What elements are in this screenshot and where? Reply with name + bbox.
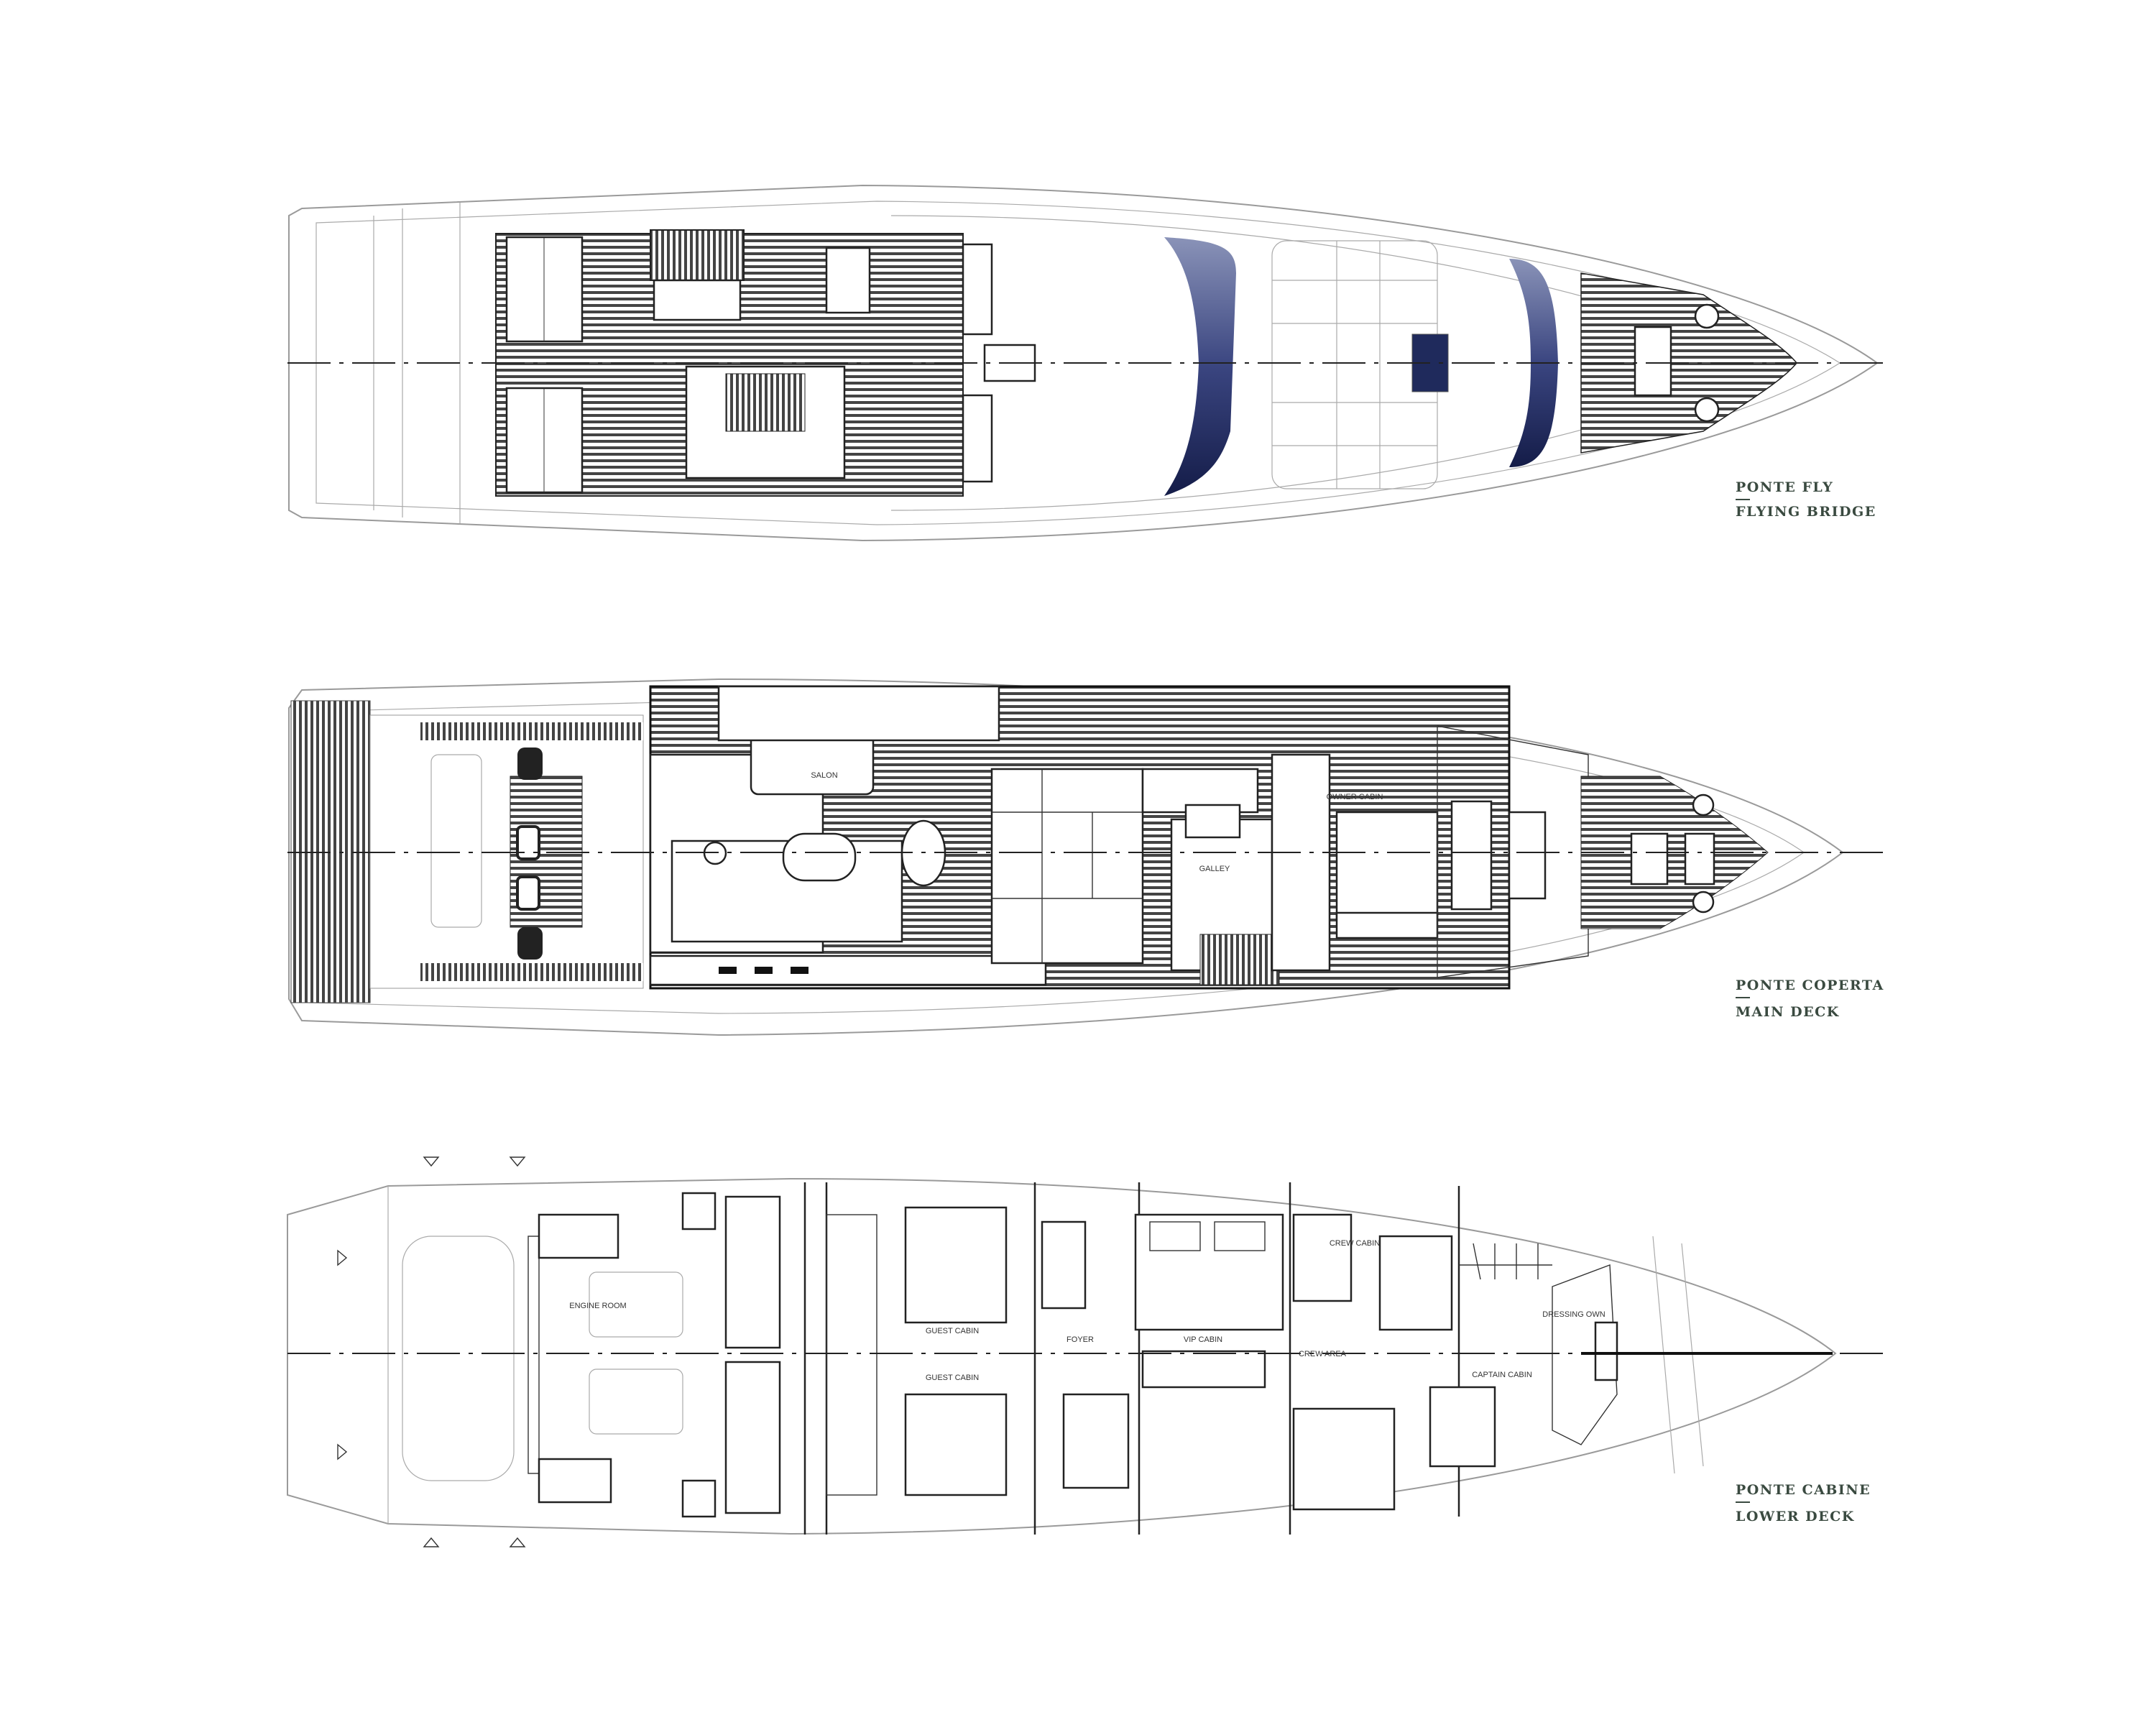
room-label-engine-room: ENGINE ROOM <box>569 1302 626 1310</box>
deck-title: PONTE FLY <box>1736 479 1833 495</box>
room-label-salon: SALON <box>811 771 837 780</box>
lower-deck-plan: ENGINE ROOM GUEST CABIN GUEST CABIN FOYE… <box>287 1156 1883 1547</box>
room-label-guest-cabin: GUEST CABIN <box>926 1327 979 1335</box>
deck-title: PONTE CABINE <box>1736 1482 1871 1498</box>
deck-title: PONTE COPERTA <box>1736 978 1884 993</box>
room-label-vip-cabin: VIP CABIN <box>1184 1335 1222 1344</box>
coffee-table <box>782 832 857 882</box>
bar-counter <box>653 279 742 321</box>
room-label-guest-cabin: GUEST CABIN <box>926 1374 979 1382</box>
engine-starboard <box>589 1368 683 1435</box>
vip-bed <box>1134 1213 1284 1331</box>
deck-subtitle: MAIN DECK <box>1736 1004 1840 1020</box>
technical-space <box>990 768 1144 965</box>
deck-subtitle: LOWER DECK <box>1736 1509 1855 1524</box>
room-label-galley: GALLEY <box>1199 865 1230 873</box>
room-label-dressing-own: DRESSING OWN <box>1542 1310 1605 1319</box>
main-deck-plan: SALON GALLEY OWNER CABIN PONTE COPERTA M… <box>287 678 1884 1036</box>
room-label-crew-area: CREW AREA <box>1299 1350 1347 1358</box>
fly-windshield <box>1164 237 1236 496</box>
lower-hull-outline <box>287 1177 1837 1535</box>
room-label-foyer: FOYER <box>1067 1335 1094 1344</box>
guest-bed-starboard <box>904 1393 1008 1496</box>
owner-bed <box>1335 811 1439 921</box>
flying-bridge-plan: PONTE FLY FLYING BRIDGE <box>287 184 1883 542</box>
room-label-crew-cabin: CREW CABIN <box>1330 1239 1380 1248</box>
tender-garage <box>402 1236 515 1481</box>
room-label-owner-cabin: OWNER CABIN <box>1327 793 1383 801</box>
engine-port <box>589 1271 683 1338</box>
room-label-captain-cabin: CAPTAIN CABIN <box>1472 1371 1532 1379</box>
guest-bed-port <box>904 1206 1008 1324</box>
deck-subtitle: FLYING BRIDGE <box>1736 504 1876 520</box>
